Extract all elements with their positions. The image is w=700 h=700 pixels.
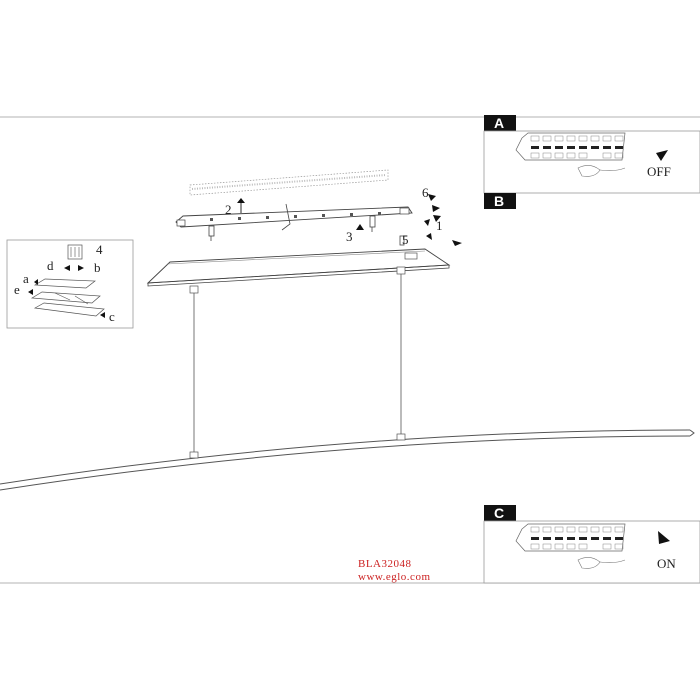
panel-a: A OFF [483,115,700,194]
part-label-e: e [14,282,20,297]
panel-c-state-label: ON [657,556,676,571]
inset-detail-box: 4 d b a e c [6,239,134,329]
step-label-3: 3 [346,229,353,244]
led-strip [189,169,389,196]
panel-a-led-row [531,146,623,149]
model-code: BLA32048 [358,558,412,570]
part-label-c: c [109,309,115,324]
panel-c: C ON [483,505,700,584]
arrow-markers [237,194,462,246]
step-label-2: 2 [225,202,232,217]
suspension-wires [189,272,406,459]
panel-b: B [484,193,516,209]
panel-b-letter: B [494,193,504,209]
panel-c-led-row [531,537,623,540]
luminaire-body [146,248,451,294]
part-label-d: d [47,258,54,273]
part-label-a: a [23,271,29,286]
website-url: www.eglo.com [358,571,431,583]
screws [208,203,405,246]
step-label-5: 5 [402,232,409,247]
inset-step-label-4: 4 [96,242,103,257]
step-label-6: 6 [422,185,429,200]
panel-a-arrow-icon [656,150,668,161]
part-label-b: b [94,260,101,275]
ceiling-curve [0,429,695,491]
step-label-1: 1 [436,218,443,233]
panel-c-letter: C [494,505,504,521]
panel-c-arrow-icon [658,531,670,544]
mounting-rail [175,206,413,228]
panel-a-state-label: OFF [647,164,671,179]
panel-a-letter: A [494,115,504,131]
